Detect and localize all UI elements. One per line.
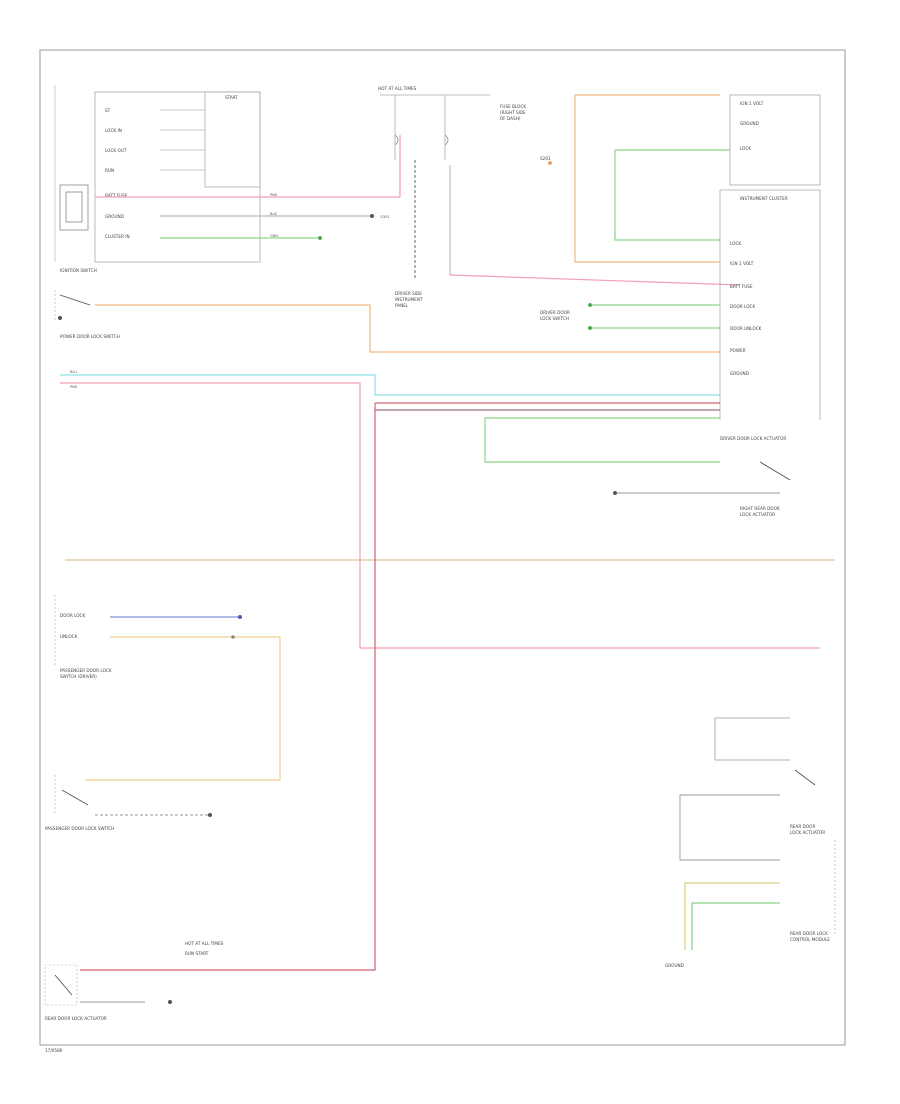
svg-text:RIGHT REAR DOOR: RIGHT REAR DOOR xyxy=(740,506,780,511)
svg-text:BATT FUSE: BATT FUSE xyxy=(730,284,753,289)
svg-text:RUN: RUN xyxy=(105,168,114,173)
svg-text:POWER: POWER xyxy=(730,348,746,353)
driver-door-lock-title: DRIVER DOOR LOCK ACTUATOR xyxy=(720,436,786,441)
fuse-block: HOT AT ALL TIMES FUSE BLOCK (RIGHT SIDE … xyxy=(378,86,526,160)
svg-text:START: START xyxy=(225,95,238,100)
passenger-door-lock-title: PASSENGER DOOR LOCK SWITCH xyxy=(45,826,114,831)
passenger-door-lock-switch: DOOR LOCK UNLOCK PASSENGER DOOR LOCK SWI… xyxy=(54,595,112,679)
svg-text:OF DASH): OF DASH) xyxy=(500,116,521,121)
svg-text:S201: S201 xyxy=(540,156,551,161)
rear-door-lock-actuator: REAR DOOR LOCK ACTUATOR xyxy=(44,964,107,1021)
passenger-door-lock: PASSENGER DOOR LOCK SWITCH xyxy=(45,775,114,831)
instrument-cluster-block: IGN 1 VOLT GROUND LOCK INSTRUMENT CLUSTE… xyxy=(719,94,821,420)
svg-text:LOCK ACTUATOR: LOCK ACTUATOR xyxy=(790,830,825,835)
svg-text:CONTROL MODULE: CONTROL MODULE xyxy=(790,937,830,942)
svg-text:UNLOCK: UNLOCK xyxy=(60,634,78,639)
svg-text:GROUND: GROUND xyxy=(740,121,759,126)
wire-label-blu: BLU xyxy=(70,370,77,374)
svg-text:DRIVER DOOR: DRIVER DOOR xyxy=(540,310,570,315)
svg-text:DRIVER SIDE: DRIVER SIDE xyxy=(395,291,422,296)
wire-label-grn: GRN xyxy=(270,234,278,238)
svg-text:LOCK IN: LOCK IN xyxy=(105,128,122,133)
svg-text:DOOR LOCK: DOOR LOCK xyxy=(60,613,85,618)
instrument-cluster-title: INSTRUMENT CLUSTER xyxy=(740,196,788,201)
svg-text:IGN 1 VOLT: IGN 1 VOLT xyxy=(740,101,764,106)
run-start-label: RUN START xyxy=(185,951,209,956)
svg-text:LOCK: LOCK xyxy=(730,241,741,246)
rear-door-lock-title: REAR DOOR LOCK ACTUATOR xyxy=(45,1016,107,1021)
svg-text:CLUSTER IN: CLUSTER IN xyxy=(105,234,130,239)
svg-text:IGN 1 VOLT: IGN 1 VOLT xyxy=(730,261,754,266)
ground-label: GROUND xyxy=(665,963,684,968)
footer-id: 17/0586 xyxy=(45,1048,63,1053)
svg-text:GROUND: GROUND xyxy=(730,371,749,376)
power-door-lock-switch: POWER DOOR LOCK SWITCH xyxy=(54,290,120,339)
svg-text:(RIGHT SIDE: (RIGHT SIDE xyxy=(500,110,526,115)
svg-text:INSTRUMENT: INSTRUMENT xyxy=(395,297,423,302)
svg-text:LOCK ACTUATOR: LOCK ACTUATOR xyxy=(740,512,775,517)
svg-text:DOOR LOCK: DOOR LOCK xyxy=(730,304,755,309)
svg-text:DOOR UNLOCK: DOOR UNLOCK xyxy=(730,326,762,331)
wire-label-blk: BLK xyxy=(270,212,277,216)
power-door-lock-switch-title: POWER DOOR LOCK SWITCH xyxy=(60,334,120,339)
svg-text:REAR DOOR LOCK: REAR DOOR LOCK xyxy=(790,931,828,936)
svg-text:ST: ST xyxy=(105,108,111,113)
svg-text:GROUND: GROUND xyxy=(105,214,124,219)
hot-at-all-times-2: HOT AT ALL TIMES xyxy=(185,941,224,946)
hot-at-all-times-label: HOT AT ALL TIMES xyxy=(378,86,417,91)
svg-text:PASSENGER DOOR LOCK: PASSENGER DOOR LOCK xyxy=(60,668,112,673)
svg-text:LOCK: LOCK xyxy=(740,146,751,151)
svg-text:SWITCH (DRIVER): SWITCH (DRIVER) xyxy=(60,674,97,679)
wire-label-pnk-2: PNK xyxy=(70,385,78,389)
svg-text:LOCK SWITCH: LOCK SWITCH xyxy=(540,316,569,321)
svg-text:FUSE BLOCK: FUSE BLOCK xyxy=(500,104,526,109)
ignition-switch-block: ST LOCK IN LOCK OUT RUN BATT FUSE GROUND… xyxy=(54,85,261,273)
ignition-switch-title: IGNITION SWITCH xyxy=(60,268,97,273)
svg-text:PANEL: PANEL xyxy=(395,303,409,308)
svg-text:BATT FUSE: BATT FUSE xyxy=(105,193,128,198)
diagram-frame xyxy=(39,49,846,1046)
wire-label-pnk: PNK xyxy=(270,193,278,197)
svg-text:REAR DOOR: REAR DOOR xyxy=(790,824,815,829)
svg-text:LOCK OUT: LOCK OUT xyxy=(105,148,127,153)
rear-door-lock-block: REAR DOOR LOCK ACTUATOR REAR DOOR LOCK C… xyxy=(665,717,836,968)
svg-text:G301: G301 xyxy=(380,215,390,219)
